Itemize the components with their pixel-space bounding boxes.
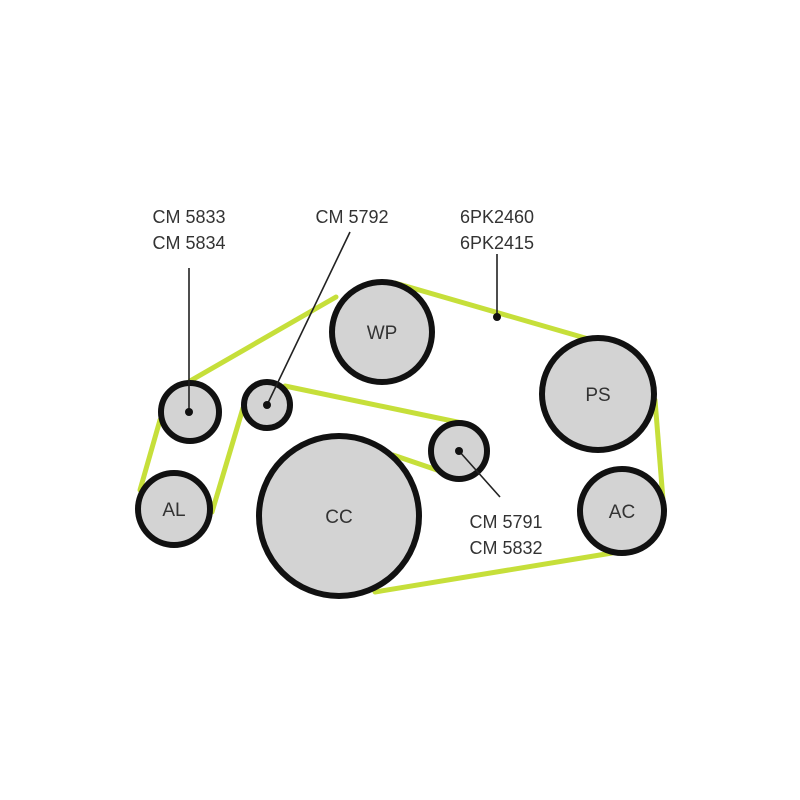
leader-lines <box>185 231 501 498</box>
idler-right-part-number: CM 5791 <box>469 512 542 532</box>
belt-segment <box>209 405 246 515</box>
leader-dot <box>263 401 271 409</box>
leader-line <box>266 231 351 406</box>
belt-segment <box>372 550 615 595</box>
pulley-label: PS <box>585 385 610 406</box>
belt-part-number: 6PK2415 <box>460 233 534 253</box>
pulley-cc: CC <box>256 433 422 599</box>
pulley-label: CC <box>325 507 352 528</box>
leader-dot <box>493 313 501 321</box>
pulley-label: AL <box>162 500 185 521</box>
leader-dot <box>185 408 193 416</box>
belt-segment <box>392 280 595 343</box>
pulley-al: AL <box>135 470 213 548</box>
leader-line <box>458 450 501 498</box>
belt-segment <box>137 417 163 493</box>
belt-segment <box>652 397 666 503</box>
belt-segment <box>187 294 339 384</box>
pulley-ac: AC <box>577 466 667 556</box>
part-labels: CM 5833 CM 5834 CM 5792 6PK2460 6PK2415 … <box>152 207 542 558</box>
tensioner-part-number: CM 5834 <box>152 233 225 253</box>
belt-segment <box>390 452 440 473</box>
belt-segment <box>282 383 465 426</box>
tensioner-part-number: CM 5833 <box>152 207 225 227</box>
belt-part-number: 6PK2460 <box>460 207 534 227</box>
pulley-label: WP <box>367 323 398 344</box>
idler-top-part-number: CM 5792 <box>315 207 388 227</box>
idler-right-part-number: CM 5832 <box>469 538 542 558</box>
pulley-wp: WP <box>329 279 435 385</box>
pulley-label: AC <box>609 502 635 523</box>
leader-dot <box>455 447 463 455</box>
pulley-ps: PS <box>539 335 657 453</box>
